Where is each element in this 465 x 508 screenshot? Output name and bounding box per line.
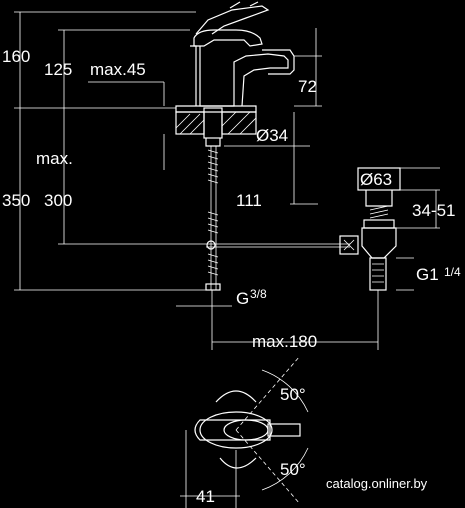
dim-125: 125: [44, 60, 72, 79]
popup-rod: [206, 235, 359, 255]
dim-g1-fraction: 1/4: [444, 265, 461, 279]
dim-g1: G1: [416, 265, 439, 284]
angle-top: 50°: [280, 385, 306, 404]
supply-pipe: [205, 146, 221, 291]
dim-111: 111: [236, 191, 262, 210]
dim-dia34: Ø34: [256, 126, 288, 145]
faucet-body: [175, 1, 295, 113]
dim-g38-fraction: 3/8: [250, 287, 267, 301]
top-view: [180, 355, 309, 508]
dim-max45: max.45: [90, 60, 146, 79]
dim-max-label: max.: [36, 149, 73, 168]
dimension-lines: [14, 11, 440, 350]
dim-72: 72: [298, 77, 317, 96]
dim-160: 160: [2, 47, 30, 66]
dim-300: 300: [44, 191, 72, 210]
dim-34-51: 34-51: [412, 201, 455, 220]
dim-dia63: Ø63: [360, 170, 392, 189]
dim-41: 41: [196, 487, 215, 506]
dim-350: 350: [2, 191, 30, 210]
angle-bottom: 50°: [280, 460, 306, 479]
countertop-section: [175, 107, 257, 147]
dim-max180: max.180: [252, 332, 317, 351]
dim-g38: G: [236, 289, 249, 308]
watermark: catalog.onliner.by: [326, 476, 428, 491]
